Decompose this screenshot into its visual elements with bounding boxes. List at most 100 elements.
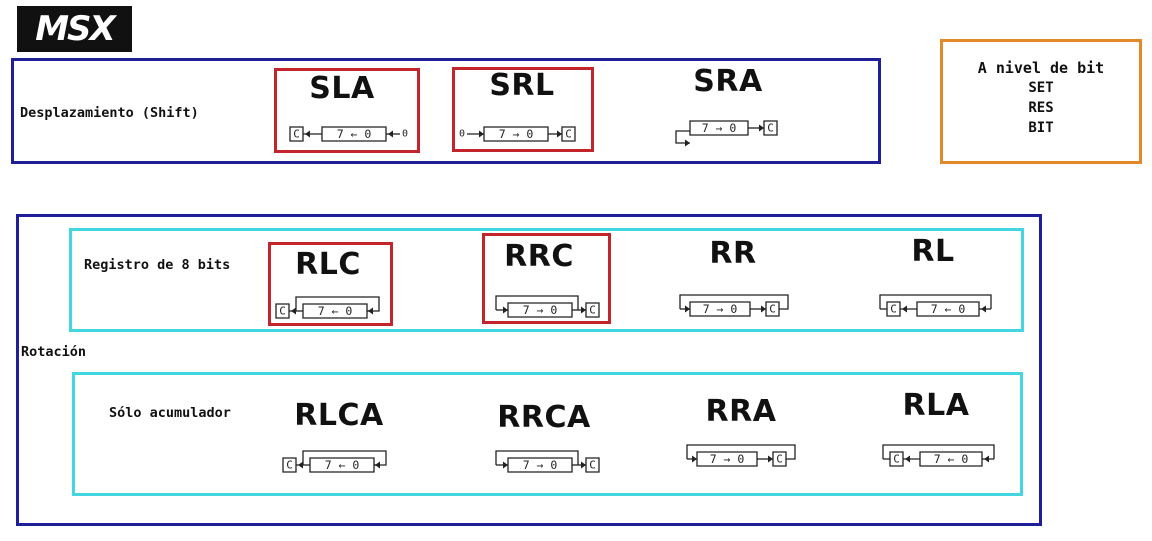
- feedback-line: [496, 451, 578, 465]
- msx-logo: MSX: [17, 6, 132, 52]
- carry-flag-label: C: [769, 303, 776, 316]
- zero-input-label: 0: [402, 129, 408, 140]
- rlc-title: RLC: [295, 247, 361, 282]
- arrow-head: [291, 307, 296, 315]
- feedback-line: [880, 295, 991, 309]
- feedback-line: [496, 296, 578, 310]
- carry-flag-label: C: [286, 459, 293, 472]
- zero-input-label: 0: [459, 129, 465, 140]
- srl-highlight-box: [452, 67, 594, 152]
- carry-flag-label: C: [279, 305, 286, 318]
- shift-section: [11, 58, 881, 164]
- arrow-head: [984, 455, 989, 463]
- carry-flag-label: C: [589, 459, 596, 472]
- bit-level-title: A nivel de bit: [977, 59, 1105, 77]
- register-label: Registro de 8 bits: [84, 257, 231, 273]
- srl-title: SRL: [489, 68, 555, 103]
- arrow-head: [503, 306, 508, 314]
- carry-flag-box: [764, 121, 777, 135]
- carry-flag-box: [586, 303, 599, 317]
- rotation-label: Rotación: [21, 344, 87, 360]
- sla-title: SLA: [309, 71, 375, 106]
- rrc-diagram: 7 → 0 C: [490, 289, 602, 323]
- carry-flag-label: C: [767, 122, 774, 135]
- feedback-line: [296, 297, 379, 311]
- rlca-title: RLCA: [294, 398, 384, 433]
- sla-diagram: C 7 ← 0 0: [286, 118, 408, 148]
- carry-flag-box: [586, 458, 599, 472]
- bit-op-bit: BIT: [1028, 120, 1054, 136]
- rrc-highlight-box: [482, 233, 611, 324]
- arrow-head: [305, 130, 310, 138]
- carry-flag-label: C: [589, 304, 596, 317]
- rl-diagram: C 7 ← 0: [877, 288, 997, 322]
- register-bits-label: 7 → 0: [703, 302, 738, 316]
- carry-flag-label: C: [293, 128, 300, 141]
- register-bits-label: 7 → 0: [710, 452, 745, 466]
- arrow-head: [479, 130, 484, 138]
- bit-level-box: [940, 39, 1142, 164]
- carry-flag-label: C: [890, 303, 897, 316]
- arrow-head: [905, 455, 910, 463]
- arrow-head: [368, 307, 373, 315]
- rotation-section: [16, 214, 1042, 526]
- rr-diagram: 7 → 0 C: [676, 288, 794, 322]
- rrc-title: RRC: [504, 239, 574, 274]
- accumulator-subsection: [72, 372, 1023, 496]
- carry-flag-box: [562, 127, 575, 141]
- sra-diagram: 7 → 0 C: [670, 115, 800, 147]
- rlc-diagram: C 7 ← 0: [273, 290, 385, 324]
- feedback-line: [303, 451, 386, 465]
- rlca-diagram: C 7 ← 0: [280, 444, 392, 478]
- rla-diagram: C 7 ← 0: [880, 438, 1000, 472]
- register-bits-label: 7 → 0: [523, 458, 558, 472]
- feedback-line: [676, 131, 690, 143]
- rrca-title: RRCA: [497, 400, 591, 435]
- arrow-head: [902, 305, 907, 313]
- carry-flag-label: C: [776, 453, 783, 466]
- register-bits-label: 7 ← 0: [934, 452, 969, 466]
- rla-title: RLA: [902, 388, 970, 423]
- bit-op-set: SET: [1028, 80, 1054, 96]
- arrow-head: [503, 461, 508, 469]
- arrow-head: [768, 455, 773, 463]
- register-bits-label: 7 → 0: [702, 121, 737, 135]
- rr-title: RR: [709, 236, 757, 271]
- arrow-head: [685, 139, 690, 147]
- rrca-diagram: 7 → 0 C: [490, 444, 602, 478]
- arrow-head: [581, 461, 586, 469]
- arrow-head: [375, 461, 380, 469]
- feedback-line: [687, 445, 795, 459]
- arrow-head: [759, 124, 764, 132]
- carry-flag-label: C: [565, 128, 572, 141]
- register-bits-label: 7 ← 0: [325, 458, 360, 472]
- accumulator-label: Sólo acumulador: [109, 405, 231, 421]
- register-bits-label: 7 → 0: [499, 127, 534, 141]
- rra-diagram: 7 → 0 C: [683, 438, 801, 472]
- logo-text: MSX: [35, 9, 116, 49]
- bit-level-text: A nivel de bit SET RES BIT: [942, 58, 1140, 138]
- register-bits-label: 7 ← 0: [318, 304, 353, 318]
- arrow-head: [557, 130, 562, 138]
- arrow-head: [761, 305, 766, 313]
- srl-diagram: 0 7 → 0 C: [459, 118, 587, 148]
- rra-title: RRA: [705, 394, 777, 429]
- carry-flag-label: C: [893, 453, 900, 466]
- register-bits-label: 7 → 0: [523, 303, 558, 317]
- arrow-head: [388, 130, 393, 138]
- bit-op-res: RES: [1028, 100, 1054, 116]
- sra-title: SRA: [693, 64, 763, 99]
- arrow-head: [685, 305, 690, 313]
- arrow-head: [581, 306, 586, 314]
- shift-label: Desplazamiento (Shift): [20, 105, 199, 121]
- arrow-head: [692, 455, 697, 463]
- feedback-line: [680, 295, 788, 309]
- arrow-head: [298, 461, 303, 469]
- register-bits-label: 7 ← 0: [931, 302, 966, 316]
- feedback-line: [883, 445, 994, 459]
- rlc-highlight-box: [268, 242, 393, 326]
- rl-title: RL: [911, 234, 955, 269]
- arrow-head: [981, 305, 986, 313]
- register-bits-label: 7 ← 0: [337, 127, 372, 141]
- sla-highlight-box: [274, 68, 420, 153]
